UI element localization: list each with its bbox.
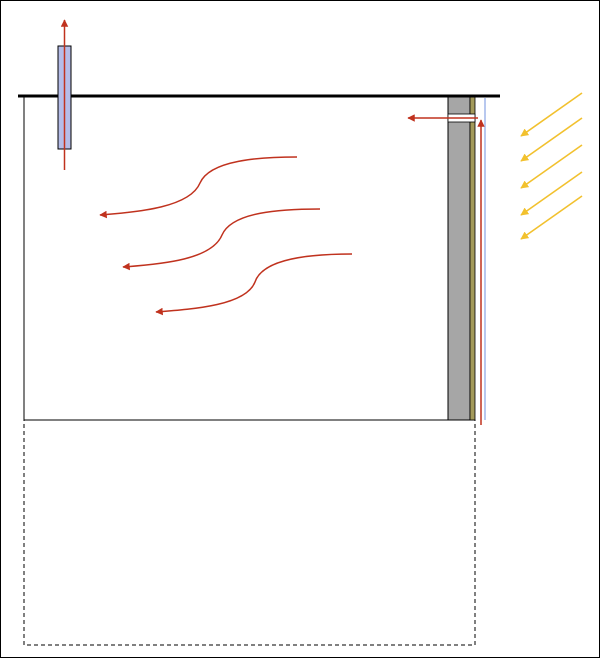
wall-olive-layer [469, 95, 476, 421]
room-airflow-arrow-1 [99, 156, 298, 219]
sun-ray-5 [520, 195, 583, 240]
sun-ray-2 [520, 117, 583, 162]
sun-ray-3 [520, 144, 583, 189]
below-grade-dashed-outline [23, 419, 476, 646]
room-airflow-arrow-2 [122, 208, 321, 271]
sun-ray-4 [520, 171, 583, 216]
sun-ray-1 [520, 92, 583, 137]
room-airflow-arrow-3 [155, 253, 353, 316]
wall-gray-mass [447, 95, 471, 421]
